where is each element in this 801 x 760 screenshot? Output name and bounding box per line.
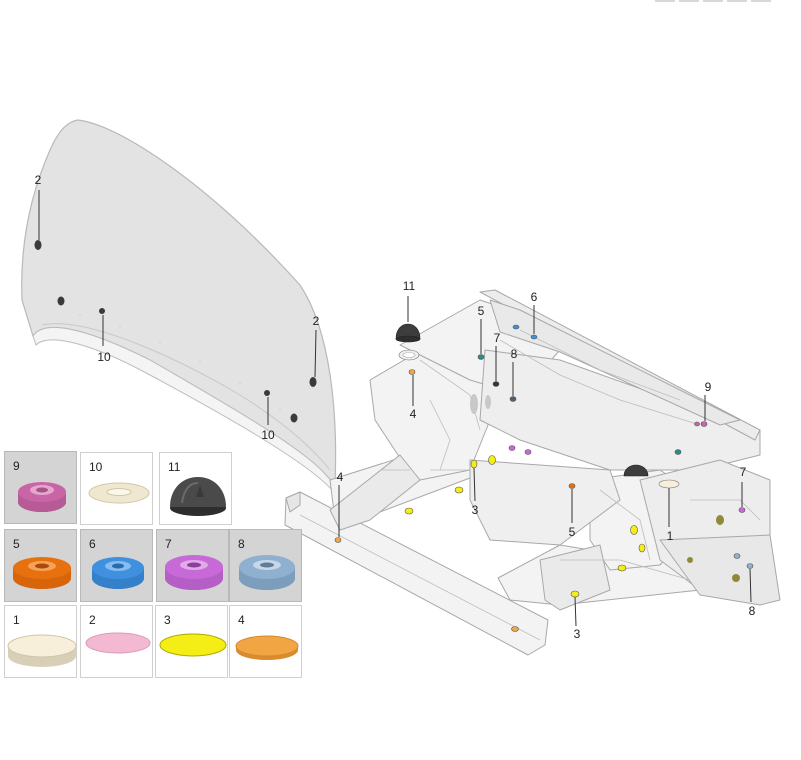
legend-item-6: 6 <box>80 529 153 602</box>
callout-11: 11 <box>402 279 416 293</box>
callout-hood-2-right: 2 <box>312 314 320 328</box>
grommet-steel-blue-icon <box>239 555 295 590</box>
callout-7-top: 7 <box>493 331 501 345</box>
callout-3-bottom: 3 <box>573 627 581 641</box>
legend-item-9: 9 <box>4 451 77 524</box>
callout-hood-10-left: 10 <box>97 350 111 364</box>
legend-number: 10 <box>89 460 103 474</box>
legend-number: 7 <box>165 537 172 551</box>
legend-number: 8 <box>238 537 245 551</box>
callout-5-top: 5 <box>477 304 485 318</box>
legend-item-3: 3 <box>155 605 228 678</box>
legend-item-2: 2 <box>80 605 153 678</box>
body-detail-lines <box>299 329 761 641</box>
hood-grommet-10-right <box>264 390 270 396</box>
hood-grommet-left <box>57 296 65 306</box>
plug-cream-icon <box>7 634 77 667</box>
plug-yellow-icon <box>159 633 227 657</box>
hood-grommet-right <box>290 413 298 423</box>
hood-panel <box>21 119 337 491</box>
legend-item-4: 4 <box>229 605 302 678</box>
callout-4-lower: 4 <box>336 470 344 484</box>
callout-5-lower: 5 <box>568 525 576 539</box>
front-body-structure <box>284 289 781 656</box>
legend-item-11: 11 <box>159 452 232 525</box>
grommet-pink-icon <box>18 482 66 512</box>
legend-number: 11 <box>168 460 181 474</box>
legend-number: 1 <box>13 613 20 627</box>
legend-item-7: 7 <box>156 529 229 602</box>
body-leader-lines <box>338 296 752 627</box>
hood-plug-2-right <box>309 377 317 387</box>
hood-leader-lines <box>38 190 317 425</box>
grommet-blue-icon <box>92 557 144 589</box>
callout-6: 6 <box>530 290 538 304</box>
callout-1: 1 <box>666 529 674 543</box>
flat-washer-cream-icon <box>88 482 150 504</box>
legend-item-5: 5 <box>4 529 77 602</box>
grommet-orange-icon <box>13 557 71 589</box>
plug-pink-icon <box>85 632 151 654</box>
top-edge-marks <box>655 0 781 3</box>
legend-number: 6 <box>89 537 96 551</box>
legend-item-1: 1 <box>4 605 77 678</box>
legend-item-10: 10 <box>80 452 153 525</box>
callout-7-right: 7 <box>739 465 747 479</box>
legend-number: 4 <box>238 613 245 627</box>
hood-grommet-10-left <box>99 308 105 314</box>
callout-hood-2-left: 2 <box>34 173 42 187</box>
grommet-violet-icon <box>165 555 223 590</box>
callout-8-top: 8 <box>510 347 518 361</box>
legend-item-8: 8 <box>229 529 302 602</box>
plug-orange-icon <box>235 635 299 660</box>
callout-3-mid: 3 <box>471 503 479 517</box>
callout-4-upper: 4 <box>409 407 417 421</box>
callout-9: 9 <box>704 380 712 394</box>
hood-plug-2-left <box>34 240 42 250</box>
callout-hood-10-right: 10 <box>261 428 275 442</box>
legend-number: 9 <box>13 459 20 473</box>
rubber-cap-dark-icon <box>170 477 226 516</box>
legend-number: 5 <box>13 537 20 551</box>
body-holes <box>470 394 740 582</box>
legend-number: 2 <box>89 613 96 627</box>
hood-fasteners <box>34 240 317 423</box>
callout-8-bottom: 8 <box>748 604 756 618</box>
legend-number: 3 <box>164 613 171 627</box>
